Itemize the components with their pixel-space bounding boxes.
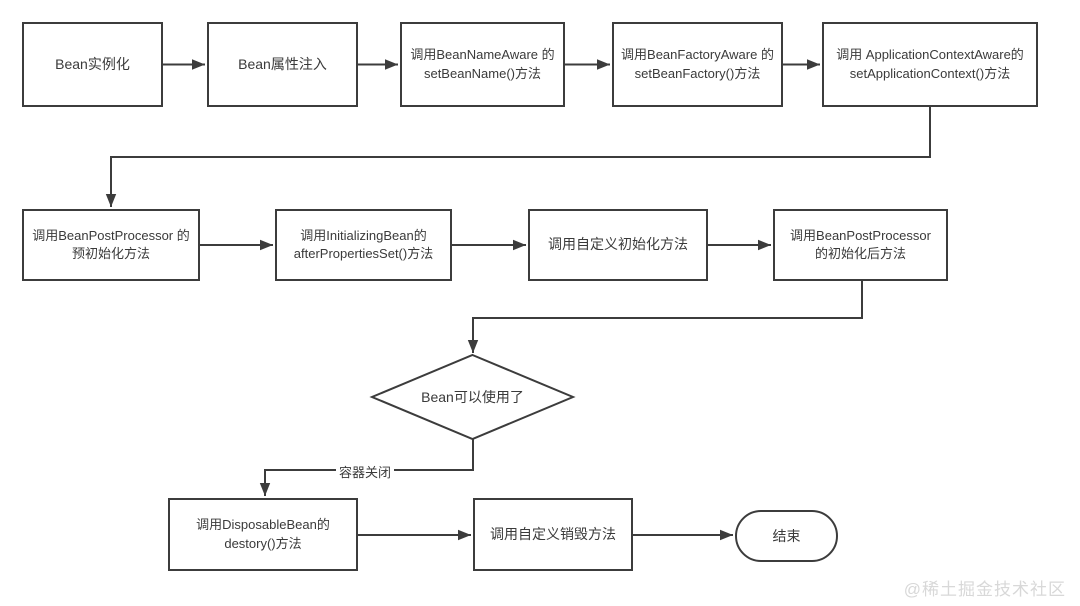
- edge-label-container-closed: 容器关闭: [336, 462, 395, 481]
- node-set-application-context: 调用 ApplicationContextAware的 setApplicati…: [822, 22, 1038, 107]
- edge-r1b5-r2b1: [105, 107, 931, 207]
- node-set-bean-factory: 调用BeanFactoryAware 的setBeanFactory()方法: [612, 22, 783, 107]
- node-set-bean-name: 调用BeanNameAware 的setBeanName()方法: [400, 22, 565, 107]
- node-post-processor-after-init: 调用BeanPostProcessor 的初始化后方法: [773, 209, 948, 281]
- node-bean-instantiation: Bean实例化: [22, 22, 163, 107]
- node-bean-property-injection: Bean属性注入: [207, 22, 358, 107]
- node-disposable-bean-destroy: 调用DisposableBean的 destory()方法: [168, 498, 358, 571]
- watermark: @稀土掘金技术社区: [903, 580, 1066, 599]
- node-custom-destroy-method: 调用自定义销毁方法: [473, 498, 633, 571]
- node-custom-init-method: 调用自定义初始化方法: [528, 209, 708, 281]
- terminator-end: 结束: [735, 510, 838, 562]
- decision-bean-ready: Bean可以使用了: [421, 389, 524, 405]
- edge-r2b4-decision: [467, 281, 863, 353]
- node-post-processor-before-init: 调用BeanPostProcessor 的预初始化方法: [22, 209, 200, 281]
- node-after-properties-set: 调用InitializingBean的 afterPropertiesSet()…: [275, 209, 452, 281]
